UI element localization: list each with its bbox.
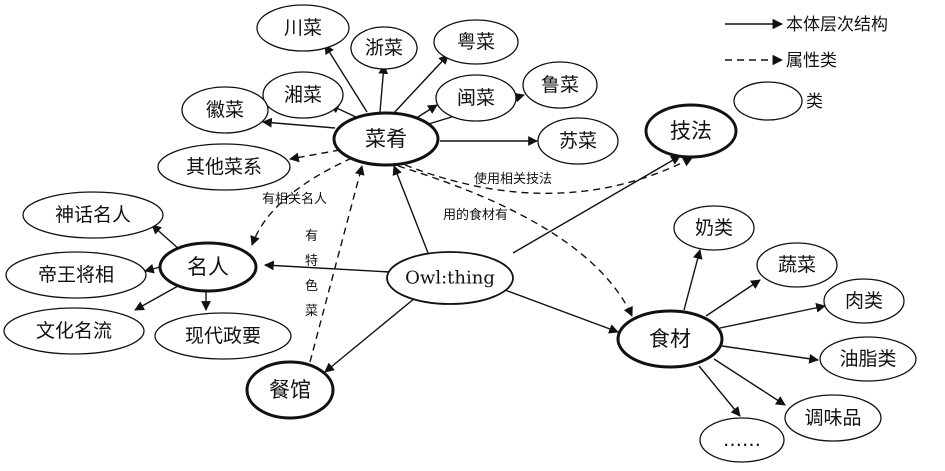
label-meat: 肉类 — [845, 290, 883, 312]
label-yue: 粤菜 — [457, 31, 495, 53]
label-hui: 徽菜 — [206, 99, 244, 121]
label-vegetable: 蔬菜 — [778, 254, 816, 276]
label-lu: 鲁菜 — [541, 74, 579, 96]
edge-owl-technique — [512, 155, 681, 254]
hierarchy-edges — [134, 44, 826, 417]
label-specialty-3: 色 — [305, 278, 318, 294]
node-yue — [433, 19, 519, 65]
node-owl — [386, 251, 514, 305]
node-su — [537, 117, 619, 165]
label-has-famous: 有相关名人 — [262, 191, 327, 207]
node-meat — [823, 278, 905, 324]
node-dairy — [673, 205, 755, 251]
label-su: 苏菜 — [559, 130, 597, 152]
node-modern — [154, 312, 292, 360]
label-uses-technique: 使用相关技法 — [474, 171, 552, 187]
node-culture — [3, 307, 145, 355]
node-chuan — [256, 4, 350, 52]
node-xiang — [262, 71, 344, 119]
label-specialty-1: 有 — [305, 229, 318, 244]
label-seasoning: 调味品 — [804, 407, 861, 429]
node-emperor — [5, 251, 147, 299]
node-dishes — [332, 111, 440, 167]
label-xiang: 湘菜 — [284, 84, 322, 106]
label-restaurant: 餐馆 — [269, 378, 311, 402]
edge-famous-culture — [134, 285, 179, 311]
edge-owl-famous — [264, 260, 391, 273]
legend-class-text: 类 — [806, 92, 823, 112]
edge-dishes-technique — [404, 157, 693, 194]
nodes — [3, 4, 917, 463]
label-modern: 现代政要 — [185, 325, 261, 347]
node-other — [157, 143, 291, 191]
label-dairy: 奶类 — [695, 217, 733, 239]
edge-famous-myth — [151, 224, 181, 251]
legend-class-ellipse — [733, 81, 803, 121]
edge-ing-more — [698, 365, 741, 417]
legend-hierarchy-text: 本体层次结构 — [786, 15, 888, 35]
label-specialty-2: 特 — [305, 254, 318, 269]
node-restaurant — [245, 360, 335, 420]
node-hui — [181, 86, 269, 134]
edge-ing-oil — [721, 345, 819, 364]
label-min: 闽菜 — [457, 87, 495, 109]
node-ingredients — [616, 309, 724, 369]
edge-dishes-hui — [262, 117, 336, 129]
label-other: 其他菜系 — [186, 156, 262, 178]
node-more — [699, 417, 785, 463]
edge-restaurant-dishes — [309, 165, 365, 363]
node-oil — [819, 336, 917, 382]
node-vegetable — [756, 242, 838, 288]
label-ingredients: 食材 — [649, 327, 691, 351]
edge-owl-ingredients — [504, 289, 619, 334]
node-min — [435, 74, 517, 122]
node-myth — [22, 191, 164, 239]
label-culture: 文化名流 — [36, 320, 112, 342]
legend: 本体层次结构 属性类 类 — [725, 15, 888, 112]
edge-dishes-other — [289, 149, 341, 163]
edge-dishes-zhe — [378, 64, 389, 113]
node-famous — [158, 241, 258, 293]
node-zhe — [350, 26, 418, 70]
edge-ing-seasoning — [713, 358, 786, 406]
edge-ing-meat — [719, 303, 826, 329]
label-myth: 神话名人 — [55, 204, 131, 226]
edge-owl-dishes — [392, 165, 431, 259]
edge-dishes-yue — [391, 54, 449, 116]
label-famous: 名人 — [187, 255, 229, 279]
label-zhe: 浙菜 — [365, 37, 403, 59]
edge-dishes-ingredients — [397, 165, 633, 317]
label-chuan: 川菜 — [284, 17, 322, 39]
label-oil: 油脂类 — [839, 348, 896, 370]
attribute-edges — [250, 149, 693, 363]
label-technique: 技法 — [670, 119, 712, 143]
edge-dishes-chuan — [324, 44, 368, 113]
edge-dishes-famous — [250, 157, 353, 246]
node-lu — [522, 61, 598, 109]
node-technique — [644, 103, 738, 159]
label-emperor: 帝王将相 — [38, 264, 114, 286]
edge-famous-emperor — [144, 263, 161, 274]
edge-ing-vegetable — [705, 279, 761, 317]
node-seasoning — [784, 394, 882, 442]
legend-attribute-text: 属性类 — [786, 51, 837, 71]
label-uses-ingredient: 用的食材有 — [443, 207, 508, 223]
edge-ing-dairy — [683, 249, 703, 311]
edge-owl-restaurant — [324, 297, 416, 373]
label-owl: Owl:thing — [405, 268, 495, 289]
label-more: …… — [723, 429, 761, 451]
label-specialty-4: 菜 — [305, 304, 318, 319]
node-labels: 菜肴 名人 餐馆 食材 技法 Owl:thing 川菜 浙菜 粤菜 湘菜 闽菜 … — [36, 17, 897, 451]
label-dishes: 菜肴 — [365, 127, 407, 151]
